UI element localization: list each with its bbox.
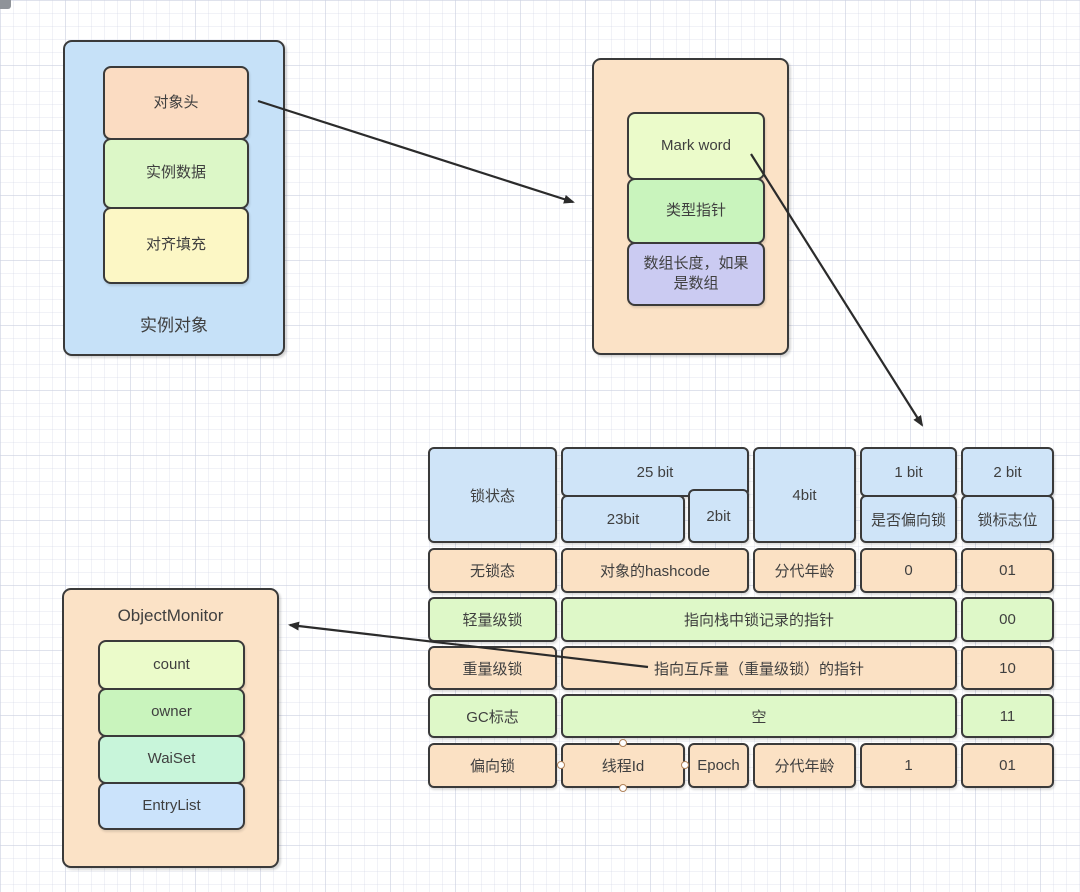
instance-data-cell[interactable]: 实例数据 bbox=[103, 138, 249, 209]
cell-unlocked-biased-label: 0 bbox=[904, 562, 913, 579]
cell-lightweight-content[interactable]: 指向栈中锁记录的指针 bbox=[561, 597, 957, 642]
th-2bit-label: 2 bit bbox=[993, 463, 1022, 481]
cell-biased-flag[interactable]: 01 bbox=[961, 743, 1054, 788]
cell-gcmark-state[interactable]: GC标志 bbox=[428, 694, 557, 738]
object-monitor-box[interactable]: ObjectMonitor count owner WaiSet EntryLi… bbox=[62, 588, 279, 868]
cell-gcmark-state-label: GC标志 bbox=[466, 708, 519, 726]
owner-label: owner bbox=[151, 703, 192, 721]
count-label: count bbox=[153, 655, 190, 673]
cell-biased-age[interactable]: 分代年龄 bbox=[753, 743, 856, 788]
cell-lightweight-content-label: 指向栈中锁记录的指针 bbox=[683, 612, 834, 629]
waiset-label: WaiSet bbox=[147, 750, 196, 768]
th-4bit-label: 4bit bbox=[792, 486, 817, 504]
mark-word-label: Mark word bbox=[660, 136, 731, 154]
th-25bit-label: 25 bit bbox=[636, 463, 674, 481]
object-header-label: 对象头 bbox=[153, 93, 199, 111]
cell-lightweight-flag[interactable]: 00 bbox=[961, 597, 1054, 642]
cell-biased-flag-label: 01 bbox=[999, 757, 1016, 774]
array-length-cell[interactable]: 数组长度，如果是数组 bbox=[627, 242, 765, 306]
cell-unlocked-state-label: 无锁态 bbox=[469, 563, 515, 580]
selection-handle[interactable] bbox=[681, 761, 689, 769]
th-lock-state-label: 锁状态 bbox=[469, 487, 515, 505]
entrylist-cell[interactable]: EntryList bbox=[98, 782, 245, 830]
th-lock-state[interactable]: 锁状态 bbox=[428, 447, 557, 543]
selection-handle[interactable] bbox=[619, 739, 627, 747]
count-cell[interactable]: count bbox=[98, 640, 245, 690]
cell-unlocked-flag[interactable]: 01 bbox=[961, 548, 1054, 593]
cell-biased-biased-label: 1 bbox=[904, 757, 913, 774]
cell-unlocked-hashcode-label: 对象的hashcode bbox=[599, 563, 711, 580]
th-2bit[interactable]: 2 bit bbox=[961, 447, 1054, 497]
mark-word-cell[interactable]: Mark word bbox=[627, 112, 765, 180]
th-4bit[interactable]: 4bit bbox=[753, 447, 856, 543]
cell-biased-threadid-label: 线程Id bbox=[601, 758, 645, 775]
th-lock-flag[interactable]: 锁标志位 bbox=[961, 495, 1054, 543]
array-length-label: 数组长度，如果是数组 bbox=[643, 254, 749, 292]
cell-unlocked-biased[interactable]: 0 bbox=[860, 548, 957, 593]
mark-word-lock-table: 锁状态 25 bit 23bit 2bit 4bit 1 bit 是否偏向锁 2… bbox=[428, 443, 1055, 792]
cell-heavyweight-content-label: 指向互斥量（重量级锁）的指针 bbox=[653, 660, 864, 678]
cell-biased-age-label: 分代年龄 bbox=[774, 758, 835, 775]
object-header-detail-box[interactable]: Mark word 类型指针 数组长度，如果是数组 bbox=[592, 58, 789, 355]
cell-unlocked-state[interactable]: 无锁态 bbox=[428, 548, 557, 593]
cell-biased-state[interactable]: 偏向锁 bbox=[428, 743, 557, 788]
selection-handle[interactable] bbox=[557, 761, 565, 769]
class-pointer-label: 类型指针 bbox=[665, 201, 726, 219]
class-pointer-cell[interactable]: 类型指针 bbox=[627, 178, 765, 244]
cell-heavyweight-state-label: 重量级锁 bbox=[462, 660, 523, 678]
cell-biased-threadid[interactable]: 线程Id bbox=[561, 743, 685, 788]
cell-lightweight-state-label: 轻量级锁 bbox=[462, 612, 523, 629]
instance-object-box[interactable]: 对象头 实例数据 对齐填充 实例对象 bbox=[63, 40, 285, 356]
cell-biased-epoch[interactable]: Epoch bbox=[688, 743, 749, 788]
object-monitor-title: ObjectMonitor bbox=[117, 606, 224, 625]
arrow-object-header-to-detail[interactable] bbox=[257, 99, 575, 204]
th-2bit-sub[interactable]: 2bit bbox=[688, 489, 749, 543]
cell-heavyweight-flag[interactable]: 10 bbox=[961, 646, 1054, 690]
th-25bit[interactable]: 25 bit bbox=[561, 447, 749, 497]
cell-biased-state-label: 偏向锁 bbox=[469, 758, 515, 775]
owner-cell[interactable]: owner bbox=[98, 688, 245, 737]
instance-data-label: 实例数据 bbox=[145, 164, 206, 182]
cell-unlocked-age[interactable]: 分代年龄 bbox=[753, 548, 856, 593]
alignment-padding-label: 对齐填充 bbox=[145, 236, 206, 254]
cell-unlocked-flag-label: 01 bbox=[999, 562, 1016, 579]
waiset-cell[interactable]: WaiSet bbox=[98, 735, 245, 784]
cell-lightweight-flag-label: 00 bbox=[999, 611, 1016, 628]
cell-lightweight-state[interactable]: 轻量级锁 bbox=[428, 597, 557, 642]
cell-gcmark-content[interactable]: 空 bbox=[561, 694, 957, 738]
cell-biased-biased[interactable]: 1 bbox=[860, 743, 957, 788]
cell-unlocked-age-label: 分代年龄 bbox=[774, 563, 835, 580]
object-header-cell[interactable]: 对象头 bbox=[103, 66, 249, 140]
corner-artifact bbox=[0, 0, 11, 9]
th-23bit[interactable]: 23bit bbox=[561, 495, 685, 543]
th-lock-flag-label: 锁标志位 bbox=[977, 511, 1038, 529]
cell-heavyweight-content[interactable]: 指向互斥量（重量级锁）的指针 bbox=[561, 646, 957, 690]
selection-handle[interactable] bbox=[619, 784, 627, 792]
th-is-biased-label: 是否偏向锁 bbox=[870, 511, 946, 529]
cell-unlocked-hashcode[interactable]: 对象的hashcode bbox=[561, 548, 749, 593]
cell-heavyweight-flag-label: 10 bbox=[999, 659, 1016, 677]
th-1bit-label: 1 bit bbox=[894, 463, 923, 481]
cell-biased-epoch-label: Epoch bbox=[697, 757, 740, 774]
cell-heavyweight-state[interactable]: 重量级锁 bbox=[428, 646, 557, 690]
th-1bit[interactable]: 1 bit bbox=[860, 447, 957, 497]
instance-object-title: 实例对象 bbox=[140, 316, 208, 335]
th-is-biased[interactable]: 是否偏向锁 bbox=[860, 495, 957, 543]
th-2bit-sub-label: 2bit bbox=[706, 507, 731, 525]
cell-gcmark-flag[interactable]: 11 bbox=[961, 694, 1054, 738]
alignment-padding-cell[interactable]: 对齐填充 bbox=[103, 207, 249, 284]
entrylist-label: EntryList bbox=[142, 796, 201, 814]
cell-gcmark-flag-label: 11 bbox=[999, 707, 1016, 725]
th-23bit-label: 23bit bbox=[606, 510, 640, 528]
cell-gcmark-content-label: 空 bbox=[751, 708, 767, 726]
